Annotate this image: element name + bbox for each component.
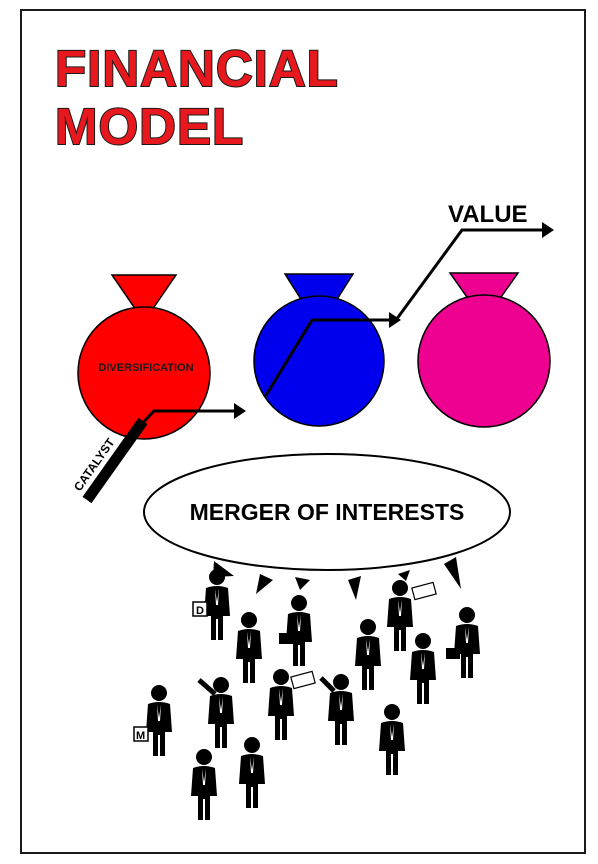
blue-vessel [253, 273, 385, 427]
red-vessel [77, 274, 211, 440]
title-line-2: MODEL [54, 97, 245, 156]
person-with-money-1 [387, 580, 413, 651]
person-with-briefcase-2 [454, 607, 480, 678]
person-with-glasses-d [204, 569, 230, 640]
arrowhead-2 [389, 312, 401, 328]
person-with-glasses-m [146, 685, 172, 756]
value-label: VALUE [448, 201, 528, 228]
badge-d: D [196, 605, 204, 617]
person-hands-on-hips [379, 704, 405, 775]
person-with-paper-1 [236, 612, 262, 683]
person-arms-raised [328, 674, 354, 745]
person-with-briefcase-1 [286, 595, 312, 666]
person-with-money-2 [268, 669, 294, 740]
badge-m: M [136, 730, 145, 742]
person-standing [239, 737, 265, 808]
speech-bubble [143, 453, 511, 600]
magenta-vessel [417, 272, 551, 428]
arrowhead-1 [234, 403, 246, 419]
catalyst-rod [82, 417, 148, 504]
arrowhead-3 [542, 222, 554, 238]
person-with-paper-2 [355, 619, 381, 690]
title-line-1: FINANCIAL [54, 39, 339, 98]
person-with-glasses-paper [191, 749, 217, 820]
crowd: D M [133, 569, 480, 820]
page-title: FINANCIAL MODEL [54, 39, 339, 156]
diversification-label: DIVERSIFICATION [98, 362, 193, 374]
person-with-paper-3 [410, 633, 436, 704]
person-waving [208, 677, 234, 748]
speech-bubble-text: MERGER OF INTERESTS [190, 499, 465, 525]
